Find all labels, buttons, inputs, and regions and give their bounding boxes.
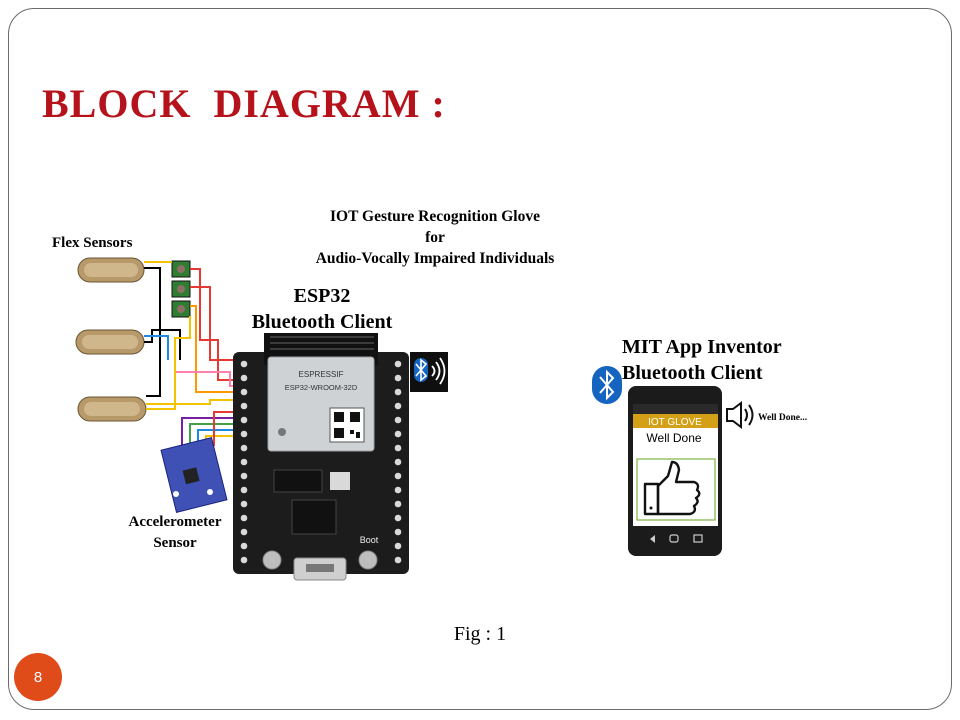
accelerometer-module [160,437,228,513]
slide-title: BLOCK DIAGRAM : [42,81,446,126]
flex-sensors [75,257,147,422]
wires [144,261,238,446]
flex-sensor-1 [77,257,145,283]
phone-message: Well Done [646,431,701,445]
phone-app-header: IOT GLOVE [648,417,702,428]
mit-bluetooth-icon [592,366,622,404]
chip-model: ESP32-WROOM-32D [285,383,358,392]
mit-app-inventor-label: MIT App Inventor Bluetooth Client [622,336,782,384]
figure-caption: Fig : 1 [453,623,507,645]
speaker-icon [726,401,754,429]
board-left-pins [240,360,248,564]
flex-sensors-label: Flex Sensors [52,235,133,251]
smartphone: IOT GLOVE Well Done [628,386,722,556]
resistors [171,260,191,318]
board-right-pins [394,360,402,564]
chip-brand: ESPRESSIF [299,370,344,379]
speaker-text: Well Done... [758,413,807,423]
esp32-bluetooth-icon [410,352,448,392]
slide-frame [8,8,952,710]
flex-sensor-2 [75,329,145,355]
page-number-badge: 8 [14,653,62,701]
thumbs-up-icon [643,460,701,516]
esp32-label: ESP32 Bluetooth Client [251,285,393,333]
project-title: IOT Gesture Recognition Glove for Audio-… [315,208,555,267]
accelerometer-label: Accelerometer Sensor [128,514,222,551]
flex-sensor-3 [77,396,147,422]
boot-label: Boot [360,535,379,545]
esp32-board: ESPRESSIF ESP32-WROOM-32D Boot [233,333,409,581]
